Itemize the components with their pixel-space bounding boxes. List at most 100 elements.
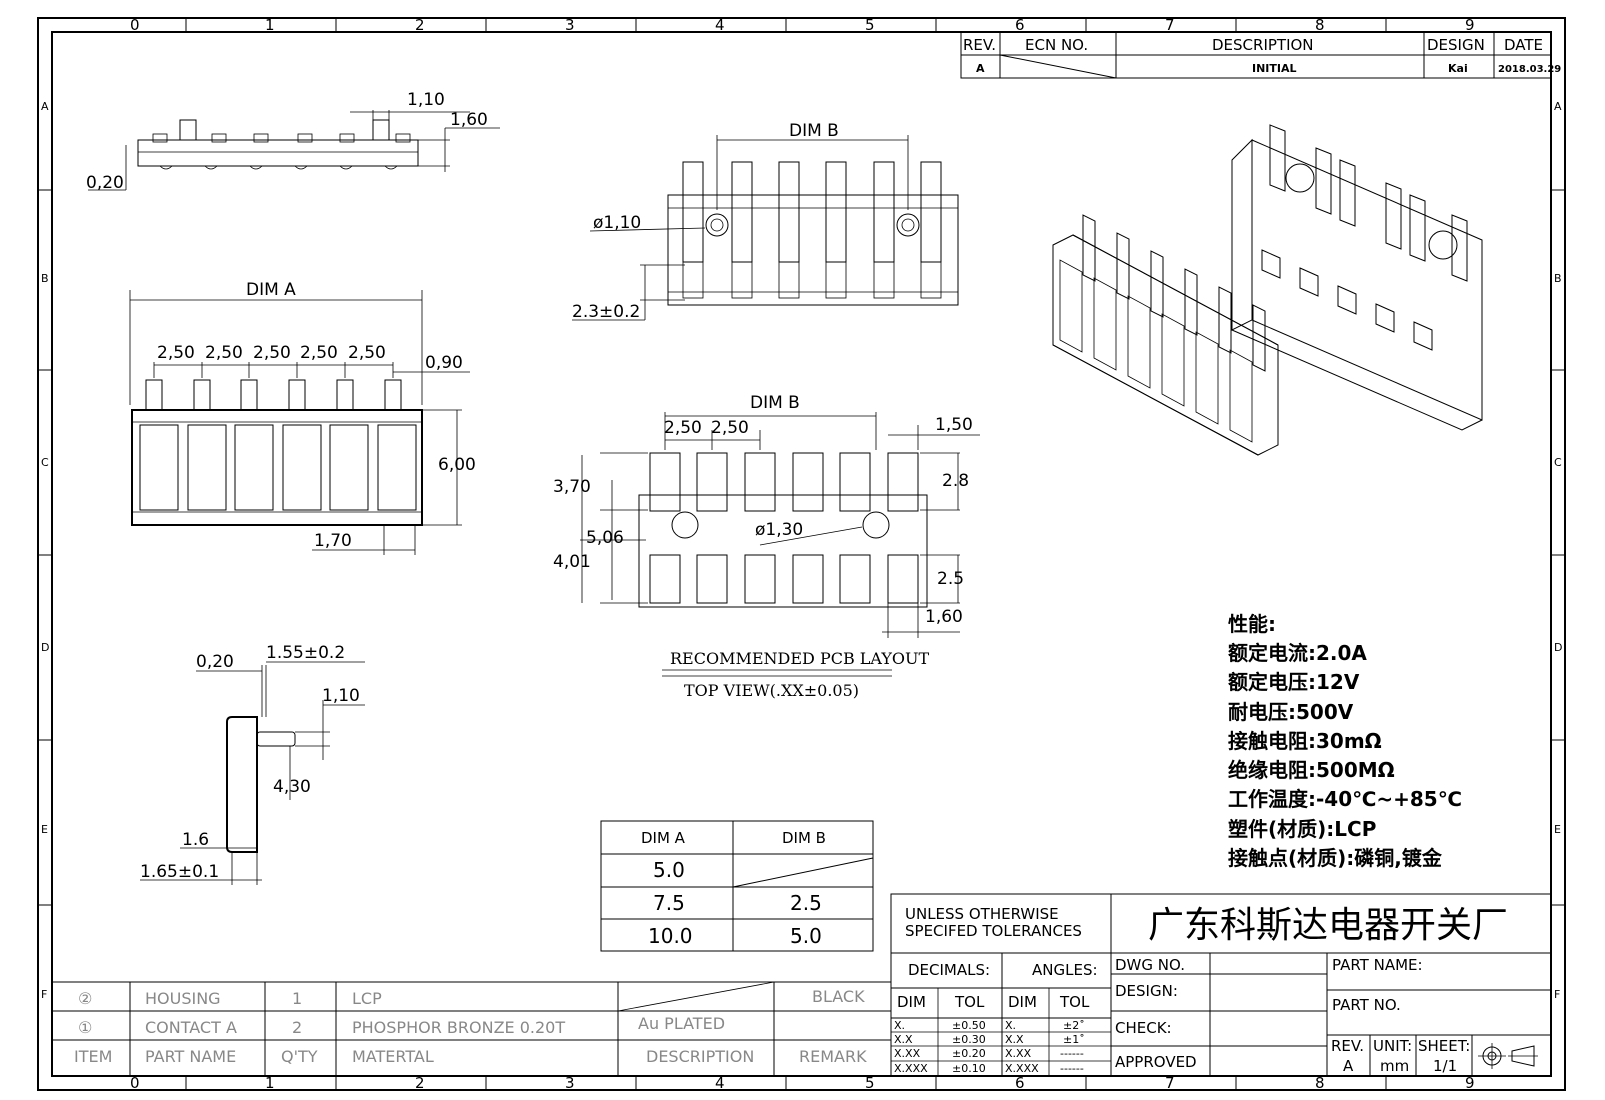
ang-tol-3: ------ — [1060, 1047, 1084, 1060]
tol-2-3-label: 2.3±0.2 — [572, 302, 640, 322]
grid-col-5-bottom: 5 — [865, 1074, 875, 1092]
company-name: 广东科斯达电器开关厂 — [1148, 905, 1508, 946]
pcb-layout-title: RECOMMENDED PCB LAYOUT — [670, 649, 930, 668]
part-name-label: PART NAME: — [1332, 956, 1423, 974]
decimals-label: DECIMALS: — [908, 961, 990, 979]
dim-table-header-a: DIM A — [641, 829, 686, 847]
ang-dim-1: X. — [1005, 1019, 1016, 1032]
pcb-1-60-label: 1,60 — [925, 607, 963, 627]
pcb-pitch-1: 2,50 — [664, 418, 702, 438]
pcb-dim-b-label: DIM B — [750, 393, 800, 413]
pcb-3-70-label: 3,70 — [553, 477, 591, 497]
pitch-label-4: 2,50 — [300, 343, 338, 363]
grid-row-b-left: B — [41, 272, 49, 285]
grid-col-4-bottom: 4 — [715, 1074, 725, 1092]
pitch-label-2: 2,50 — [205, 343, 243, 363]
pitch-label-1: 2,50 — [157, 343, 195, 363]
pcb-2-5-label: 2.5 — [937, 569, 964, 589]
pcb-2-8-label: 2.8 — [942, 471, 969, 491]
grid-row-b-right: B — [1554, 272, 1562, 285]
grid-row-f-right: F — [1554, 988, 1560, 1001]
rev-header: REV. — [963, 36, 996, 54]
dim-1-10-label: 1,10 — [407, 90, 445, 110]
dec-tol-4: ±0.10 — [952, 1062, 986, 1075]
grid-row-f-left: F — [41, 988, 47, 1001]
dec-dim-1: X. — [894, 1019, 905, 1032]
rev-designer: Kai — [1448, 62, 1468, 75]
dwg-no-label: DWG NO. — [1115, 956, 1185, 974]
angles-label: ANGLES: — [1032, 961, 1098, 979]
spec-line-temperature: 工作温度:-40℃~+85℃ — [1228, 787, 1462, 811]
pcb-layout-drawing: DIM B 2,50 2,50 1,50 3,70 2.8 5,06 4,01 … — [553, 393, 980, 700]
grid-row-c-right: C — [1554, 456, 1562, 469]
design-label: DESIGN: — [1115, 982, 1178, 1000]
pcb-5-06-label: 5,06 — [586, 528, 624, 548]
bom-qty-contact: 2 — [292, 1018, 302, 1037]
grid-col-3-top: 3 — [565, 16, 575, 34]
end-view-drawing: 0,20 1.55±0.2 1,10 4,30 1.6 1.65±0.1 — [140, 643, 365, 885]
sheet-label: SHEET: — [1418, 1037, 1470, 1055]
grid-col-1-bottom: 1 — [265, 1074, 275, 1092]
bom-item-1: ① — [78, 1018, 92, 1037]
sheet-border — [37, 17, 1566, 1091]
side-view-drawing: 1,10 1,60 0,20 — [86, 90, 500, 193]
spec-line-contact-material: 接触点(材质):磷铜,镀金 — [1228, 846, 1443, 870]
dim-table-row2-b: 2.5 — [790, 891, 822, 915]
bom-header-material: MATERTAL — [352, 1047, 434, 1066]
spec-line-housing-material: 塑件(材质):LCP — [1228, 817, 1376, 841]
pitch-label-5: 2,50 — [348, 343, 386, 363]
bom-table: ② HOUSING 1 LCP BLACK ① CONTACT A 2 PHOS… — [52, 981, 891, 1076]
part-no-label: PART NO. — [1332, 996, 1401, 1014]
dec-dim-2: X.X — [894, 1033, 913, 1046]
bom-qty-housing: 1 — [292, 989, 302, 1008]
sv-1-65-label: 1.65±0.1 — [140, 862, 219, 882]
grid-row-d-left: D — [41, 641, 49, 654]
grid-col-9-top: 9 — [1465, 16, 1475, 34]
grid-col-6-bottom: 6 — [1015, 1074, 1025, 1092]
dim-1-70-label: 1,70 — [314, 531, 352, 551]
revision-block: REV. ECN NO. DESCRIPTION DESIGN DATE A I… — [960, 31, 1561, 79]
dim-b-label: DIM B — [789, 121, 839, 141]
bom-header-part-name: PART NAME — [145, 1047, 236, 1066]
projection-symbol-icon — [1478, 1043, 1538, 1069]
bom-part-contact: CONTACT A — [145, 1018, 237, 1037]
rev-value: A — [976, 62, 985, 75]
front-view-drawing: DIM A 2,50 2,50 2,50 2,50 2,50 0,90 6,00… — [129, 280, 476, 555]
grid-row-e-left: E — [41, 823, 48, 836]
rev-description: INITIAL — [1252, 62, 1297, 75]
tolerance-note-1: UNLESS OTHERWISE — [905, 905, 1059, 923]
pcb-pitch-2: 2,50 — [711, 418, 749, 438]
ang-tol-2: ±1˚ — [1063, 1033, 1085, 1046]
bom-header-description: DESCRIPTION — [646, 1047, 754, 1066]
angles-tol-header: TOL — [1059, 993, 1090, 1011]
bom-remark-housing: BLACK — [812, 987, 865, 1006]
spec-line-current: 额定电流:2.0A — [1228, 641, 1367, 665]
grid-col-9-bottom: 9 — [1465, 1074, 1475, 1092]
sv-1-6-label: 1.6 — [182, 830, 209, 850]
description-header: DESCRIPTION — [1212, 36, 1314, 54]
sheet-value: 1/1 — [1433, 1057, 1457, 1075]
dim-1-60-label: 1,60 — [450, 110, 488, 130]
dim-table-header-b: DIM B — [782, 829, 826, 847]
ang-dim-4: X.XXX — [1005, 1062, 1039, 1075]
specs-heading: 性能: — [1228, 612, 1276, 636]
pcb-dia-1-30-label: ø1,30 — [755, 520, 803, 540]
dim-0-90-label: 0,90 — [425, 353, 463, 373]
isometric-view-drawing — [1052, 124, 1483, 456]
dim-table: DIM A DIM B 5.0 7.5 2.5 10.0 5.0 — [600, 820, 874, 952]
title-block: UNLESS OTHERWISE SPECIFED TOLERANCES 广东科… — [890, 893, 1552, 1077]
dec-dim-4: X.XXX — [894, 1062, 928, 1075]
design-header: DESIGN — [1427, 36, 1485, 54]
grid-col-8-top: 8 — [1315, 16, 1325, 34]
specs-block: 性能: 额定电流:2.0A 额定电压:12V 耐电压:500V 接触电阻:30m… — [1228, 612, 1462, 870]
spec-line-withstand: 耐电压:500V — [1228, 700, 1354, 724]
rev-date: 2018.03.29 — [1498, 64, 1561, 75]
grid-col-0-top: 0 — [130, 16, 140, 34]
pcb-4-01-label: 4,01 — [553, 552, 591, 572]
dec-tol-1: ±0.50 — [952, 1019, 986, 1032]
grid-row-e-right: E — [1554, 823, 1561, 836]
pitch-label-3: 2,50 — [253, 343, 291, 363]
approved-label: APPROVED — [1115, 1053, 1197, 1071]
grid-col-3-bottom: 3 — [565, 1074, 575, 1092]
